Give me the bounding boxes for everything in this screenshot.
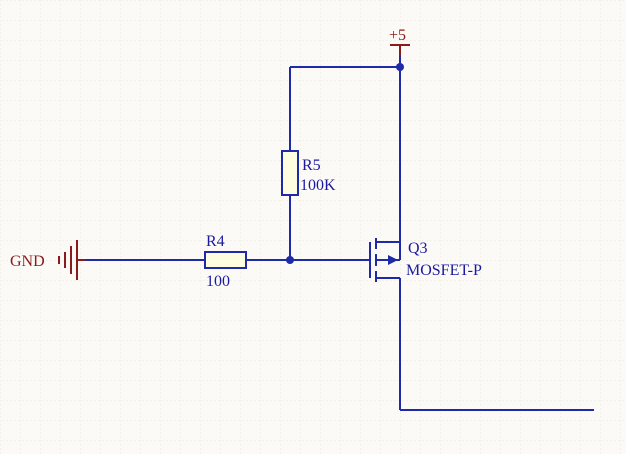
r4-resistor[interactable]: [204, 251, 247, 269]
junction-top: [396, 63, 404, 71]
power-symbol: [390, 44, 410, 55]
q3-type: MOSFET-P: [406, 262, 482, 279]
ground-symbol: [58, 240, 86, 280]
r5-value: 100K: [300, 177, 336, 194]
q3-designator: Q3: [408, 240, 428, 257]
q3-body-arrow: [388, 255, 398, 265]
ground-label: GND: [10, 253, 45, 270]
r5-resistor[interactable]: [281, 150, 299, 196]
r4-value: 100: [206, 273, 230, 290]
junction-gate: [286, 256, 294, 264]
wires: [86, 45, 594, 411]
power-label: +5: [389, 27, 406, 44]
r4-designator: R4: [206, 233, 225, 250]
r5-designator: R5: [302, 157, 321, 174]
